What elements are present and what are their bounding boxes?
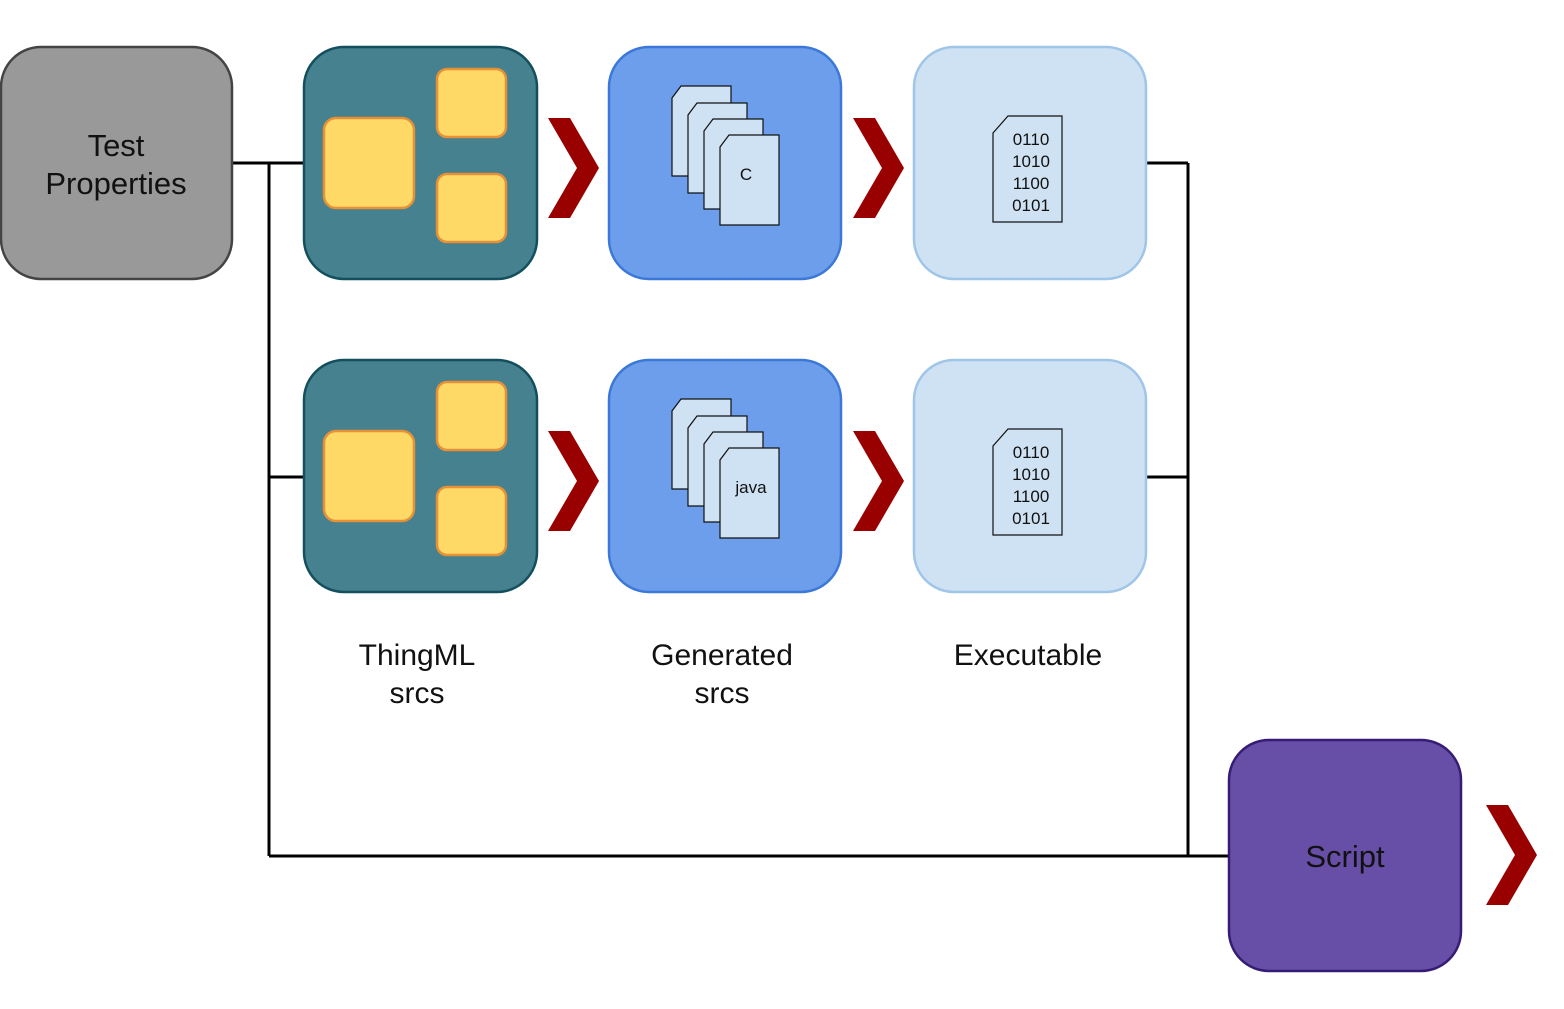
thingml-column-label-line2: srcs bbox=[390, 677, 445, 710]
chevron-arrow bbox=[1486, 805, 1537, 905]
chevron-arrow bbox=[853, 118, 904, 218]
pipeline-row-c: C 0110 1010 1100 0101 bbox=[302, 45, 1148, 281]
thingml-component-small bbox=[435, 67, 508, 139]
binary-file-icon bbox=[992, 115, 1063, 223]
test-properties-box: Test Properties bbox=[0, 45, 234, 281]
test-properties-line1: Test bbox=[88, 128, 145, 163]
thingml-component-small bbox=[435, 485, 508, 557]
chevron-arrow bbox=[548, 118, 599, 218]
executable-box: 0110 1010 1100 0101 bbox=[912, 358, 1148, 594]
column-labels: ThingML srcs Generated srcs Executable bbox=[359, 639, 1103, 710]
generated-language-label: C bbox=[740, 165, 752, 184]
script-label: Script bbox=[1305, 839, 1385, 874]
executable-box: 0110 1010 1100 0101 bbox=[912, 45, 1148, 281]
binary-line: 0110 bbox=[1013, 443, 1050, 462]
pipeline-row-java: java 0110 1010 1100 0101 bbox=[302, 358, 1148, 594]
generated-srcs-box: C bbox=[607, 45, 843, 281]
chevron-arrow bbox=[853, 431, 904, 531]
chevron-arrow bbox=[548, 431, 599, 531]
binary-line: 0101 bbox=[1012, 509, 1050, 528]
executable-column-label: Executable bbox=[954, 639, 1102, 672]
source-file-stack-icon bbox=[671, 85, 780, 226]
thingml-component-large bbox=[322, 116, 416, 210]
generated-column-label-line2: srcs bbox=[695, 677, 750, 710]
test-properties-line2: Properties bbox=[45, 166, 186, 201]
thingml-component-large bbox=[322, 429, 416, 523]
thingml-component-small bbox=[435, 172, 508, 244]
binary-file-icon bbox=[992, 428, 1063, 536]
source-file-stack-icon bbox=[671, 398, 780, 539]
binary-line: 0101 bbox=[1012, 196, 1050, 215]
thingml-srcs-box bbox=[302, 358, 539, 594]
script-box: Script bbox=[1227, 738, 1463, 973]
generated-srcs-box: java bbox=[607, 358, 843, 594]
connector-lines bbox=[232, 161, 1229, 858]
thingml-column-label-line1: ThingML bbox=[359, 639, 476, 672]
binary-line: 1010 bbox=[1012, 152, 1050, 171]
binary-line: 1010 bbox=[1012, 465, 1050, 484]
thingml-srcs-box bbox=[302, 45, 539, 281]
generated-language-label: java bbox=[734, 478, 767, 497]
thingml-component-small bbox=[435, 380, 508, 452]
binary-line: 1100 bbox=[1013, 174, 1050, 193]
binary-line: 0110 bbox=[1013, 130, 1050, 149]
generated-column-label-line1: Generated bbox=[651, 639, 793, 672]
binary-line: 1100 bbox=[1013, 487, 1050, 506]
